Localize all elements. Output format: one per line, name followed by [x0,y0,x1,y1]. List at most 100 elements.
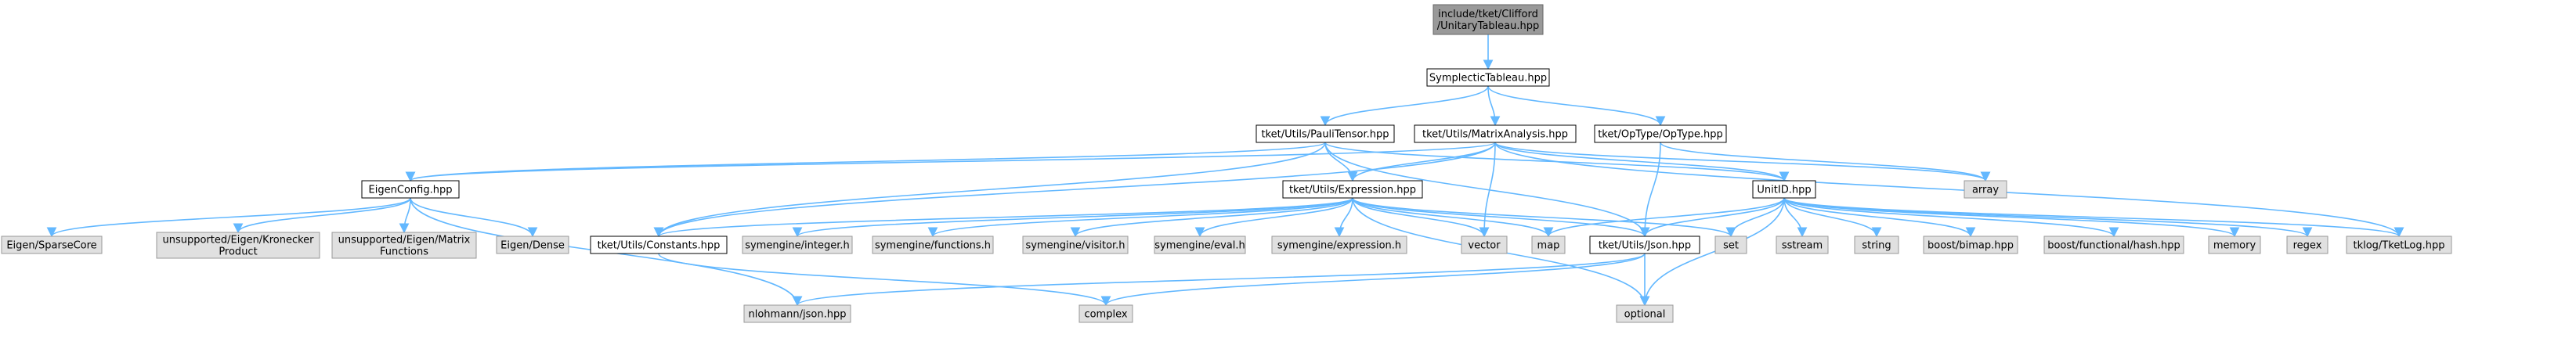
node-expression-box [1282,180,1423,199]
node-regex-label: regex [2293,240,2322,252]
node-array: array [1964,180,2007,199]
node-expression[interactable]: tket/Utils/Expression.hpp [1282,180,1423,199]
edge-unitid-to-map [1543,197,1785,238]
node-matrixanalysis[interactable]: tket/Utils/MatrixAnalysis.hpp [1414,124,1577,143]
node-nlohmann: nlohmann/json.hpp [743,304,851,323]
edge-unitid-to-bimap [1783,197,1976,238]
edge-unitid-to-hash [1783,197,2119,238]
node-matrixfunctions-label: unsupported/Eigen/Matrix [338,235,471,246]
edge-symplectic-to-paulitensor [1320,85,1489,127]
node-symplectic-label: SymplecticTableau.hpp [1429,73,1547,84]
node-string: string [1854,236,1899,254]
edge-symplectic-to-optype [1487,85,1666,127]
edge-paulitensor-to-json [1324,142,1650,238]
node-integer: symengine/integer.h [742,236,853,254]
edge-expression-to-vector [1352,197,1490,238]
node-set: set [1714,236,1747,254]
node-hash-box [2043,236,2184,254]
edge-matrixanalysis-to-eigenconfig [406,142,1496,182]
node-map: map [1531,236,1566,254]
edge-matrixanalysis-to-unitid [1494,142,1790,182]
node-optype[interactable]: tket/OpType/OpType.hpp [1594,124,1727,143]
node-optype-box [1594,124,1727,143]
node-complex-label: complex [1084,309,1127,321]
edge-unitid-to-sstream [1783,197,1808,238]
node-functions: symengine/functions.h [872,236,994,254]
node-symplectic[interactable]: SymplecticTableau.hpp [1426,68,1550,87]
edge-unitid-to-set [1725,197,1785,238]
node-root-box [1433,4,1544,35]
node-dense-label: Eigen/Dense [500,240,565,252]
node-vector: vector [1461,236,1508,254]
edge-expression-to-integer [792,197,1353,238]
node-constants[interactable]: tket/Utils/Constants.hpp [590,236,728,254]
node-tketlog-box [2346,236,2452,254]
edge-unitid-to-memory [1783,197,2240,238]
node-matrixanalysis-box [1414,124,1577,143]
node-paulitensor-label: tket/Utils/PauliTensor.hpp [1261,129,1389,141]
node-expression-label: tket/Utils/Expression.hpp [1289,185,1416,196]
edge-optype-to-json [1639,142,1661,238]
nodes-layer: include/tket/Clifford/UnitaryTableau.hpp… [1,4,2452,323]
node-array-label: array [1972,185,1999,196]
node-matrixfunctions-box [331,232,477,259]
node-dense-box [496,236,569,254]
edge-expression-to-eval [1194,197,1353,238]
node-array-box [1964,180,2007,199]
node-eigenconfig-label: EigenConfig.hpp [369,185,453,196]
edge-matrixanalysis-to-expression [1347,142,1496,182]
edge-unitid-to-string [1783,197,1882,238]
edge-expression-to-constants [654,197,1353,238]
node-vector-box [1461,236,1508,254]
node-nlohmann-box [743,304,851,323]
edge-unitid-to-json [1639,197,1785,238]
node-eigenconfig-box [361,180,460,199]
node-visitor-box [1022,236,1129,254]
node-vector-label: vector [1468,240,1501,252]
node-eval-label: symengine/eval.h [1154,240,1245,252]
node-root-label: /UnitaryTableau.hpp [1437,20,1540,32]
node-memory: memory [2208,236,2261,254]
node-string-box [1854,236,1899,254]
edge-json-to-nlohmann [792,253,1646,307]
edge-constants-to-complex [658,253,1111,307]
edge-unitid-to-tketlog [1783,197,2404,238]
edge-eigenconfig-to-dense [410,197,538,238]
node-bimap-box [1923,236,2018,254]
node-root[interactable]: include/tket/Clifford/UnitaryTableau.hpp [1433,4,1544,35]
node-json-box [1589,236,1700,254]
edge-optype-to-array [1660,142,1991,182]
node-root-label: include/tket/Clifford [1438,9,1538,20]
node-symexpression: symengine/expression.h [1271,236,1407,254]
edge-symplectic-to-matrixanalysis [1487,85,1501,127]
edge-eigenconfig-to-matrixfunctions [399,197,411,234]
node-set-label: set [1723,240,1739,252]
node-kronecker-label: unsupported/Eigen/Kronecker [162,235,314,246]
node-optional-label: optional [1624,309,1666,321]
node-json[interactable]: tket/Utils/Json.hpp [1589,236,1700,254]
edge-expression-to-functions [927,197,1353,238]
node-symexpression-box [1271,236,1407,254]
node-json-label: tket/Utils/Json.hpp [1599,240,1691,252]
node-hash: boost/functional/hash.hpp [2043,236,2184,254]
node-constants-box [590,236,728,254]
node-optype-label: tket/OpType/OpType.hpp [1598,129,1723,141]
node-eval: symengine/eval.h [1154,236,1246,254]
edge-matrixanalysis-to-constants [653,142,1496,238]
node-eigenconfig[interactable]: EigenConfig.hpp [361,180,460,199]
node-unitid-label: UnitID.hpp [1757,185,1811,196]
node-matrixfunctions-label: Functions [380,246,428,258]
node-unitid[interactable]: UnitID.hpp [1752,180,1816,199]
node-tketlog: tklog/TketLog.hpp [2346,236,2452,254]
node-string-label: string [1862,240,1891,252]
edge-eigenconfig-to-sparsecore [46,197,411,238]
node-memory-label: memory [2213,240,2256,252]
node-paulitensor[interactable]: tket/Utils/PauliTensor.hpp [1255,124,1395,143]
node-tketlog-label: tklog/TketLog.hpp [2353,240,2444,252]
node-sstream: sstream [1776,236,1829,254]
edge-paulitensor-to-constants [653,142,1326,238]
node-regex-box [2286,236,2329,254]
